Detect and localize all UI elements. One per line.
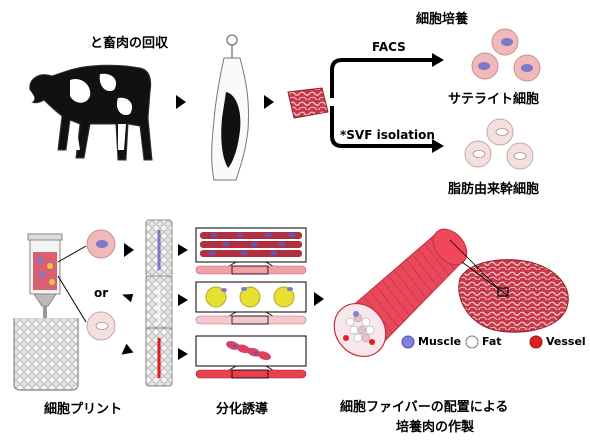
adipose-cells-label: 脂肪由来幹細胞 <box>448 182 540 197</box>
syringe-illustration <box>27 233 63 340</box>
branch-arrows <box>330 53 444 153</box>
legend-fat-swatch <box>465 335 479 349</box>
arrow-panel-1-icon <box>178 244 188 256</box>
source-muscle-cell <box>86 229 116 259</box>
cell-fiber-illustration <box>333 228 468 358</box>
panel-fat-differentiation <box>195 281 307 325</box>
satellite-cells-label: サテライト細胞 <box>448 92 540 107</box>
legend-vessel-label: Vessel <box>546 335 586 348</box>
fiber-label-line2: 培養肉の作製 <box>396 420 475 435</box>
arrow-fiber-icon <box>314 292 324 306</box>
tube-vessel <box>145 327 173 387</box>
culture-label: 細胞培養 <box>416 12 469 27</box>
cow-illustration <box>25 64 153 161</box>
tube-muscle <box>145 219 173 279</box>
steak-illustration <box>449 239 569 333</box>
source-fat-cell <box>86 311 116 341</box>
arrow-panel-2-icon <box>178 294 188 306</box>
satellite-cells-illustration <box>471 28 541 82</box>
svf-label: *SVF isolation <box>340 128 435 142</box>
cell-print-label: 細胞プリント <box>44 402 123 417</box>
legend <box>401 335 543 349</box>
differentiation-label: 分化誘導 <box>216 402 269 417</box>
pointer-line-2 <box>57 275 87 323</box>
fiber-label-line1: 細胞ファイバーの配置による <box>340 400 509 415</box>
arrow-panel-3-icon <box>178 348 188 360</box>
adipose-cells-illustration <box>464 118 534 170</box>
arrow-1-icon <box>176 95 186 109</box>
beaker-illustration <box>13 318 79 391</box>
pointer-line-1 <box>57 245 87 263</box>
arrow-muscle-icon <box>124 243 134 257</box>
tube-fat <box>145 275 173 333</box>
legend-muscle-label: Muscle <box>418 335 462 348</box>
legend-muscle-swatch <box>401 335 415 349</box>
or-label: or <box>94 286 109 300</box>
slaughter-label: と畜肉の回収 <box>90 36 169 51</box>
meat-chunk-image <box>287 87 329 119</box>
panel-vessel-differentiation <box>195 335 307 379</box>
legend-fat-label: Fat <box>482 335 502 348</box>
arrow-vessel-icon <box>121 343 134 355</box>
legend-vessel-swatch <box>529 335 543 349</box>
arrow-2-icon <box>264 95 274 109</box>
arrow-fat-icon <box>122 294 134 303</box>
panel-muscle-differentiation <box>195 227 307 275</box>
carcass-illustration <box>211 34 249 181</box>
facs-label: FACS <box>372 40 406 54</box>
